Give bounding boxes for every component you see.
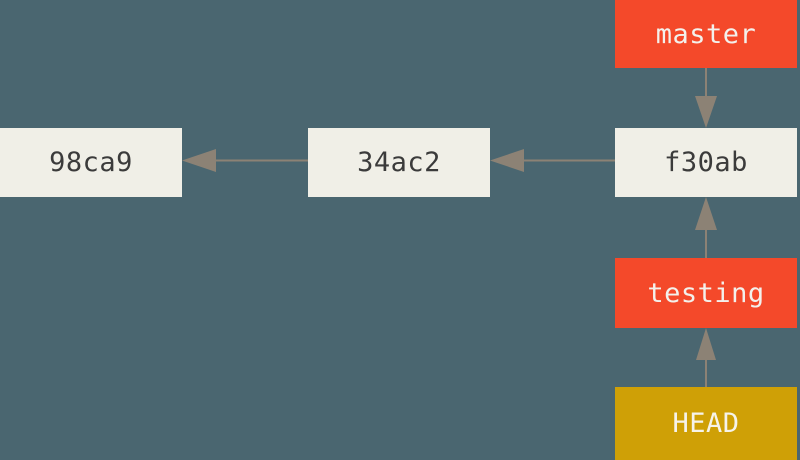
branch-label: testing	[647, 277, 765, 309]
commit-node-98ca9[interactable]: 98ca9	[0, 128, 182, 197]
commit-label: 98ca9	[49, 147, 133, 178]
head-label: HEAD	[672, 408, 740, 439]
arrow-head-to-testing	[691, 328, 721, 387]
commit-label: 34ac2	[357, 147, 441, 178]
commit-node-34ac2[interactable]: 34ac2	[308, 128, 490, 197]
commit-label: f30ab	[664, 147, 748, 178]
arrow-testing-to-f30ab	[691, 197, 721, 258]
arrow-34ac2-to-98ca9	[182, 146, 308, 176]
branch-node-master[interactable]: master	[615, 0, 797, 68]
head-pointer-node[interactable]: HEAD	[615, 387, 797, 460]
branch-label: master	[655, 18, 757, 50]
arrow-f30ab-to-34ac2	[490, 146, 615, 176]
branch-node-testing[interactable]: testing	[615, 258, 797, 328]
arrow-master-to-f30ab	[691, 68, 721, 128]
commit-node-f30ab[interactable]: f30ab	[615, 128, 797, 197]
